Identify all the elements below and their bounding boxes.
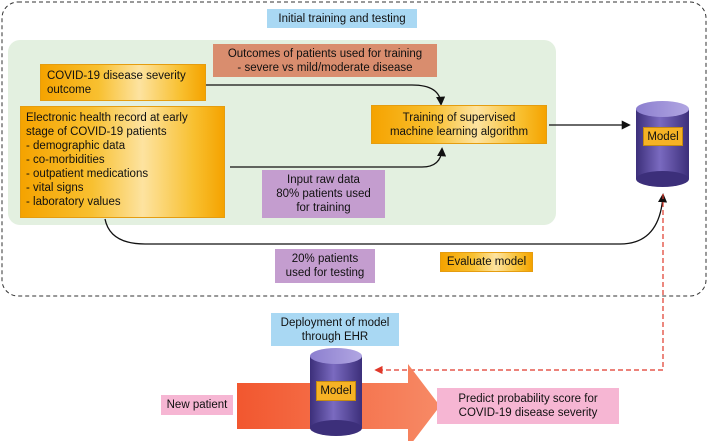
predict-label-line-2: COVID-19 disease severity <box>458 407 598 419</box>
arrow-testing-to-model <box>104 193 668 245</box>
ehr-line-3: - demographic data <box>26 140 126 152</box>
ehr-line-7: - laboratory values <box>26 196 121 208</box>
testing-label-line-2: used for testing <box>285 267 365 279</box>
severity-outcome-box: COVID-19 disease severity outcome <box>40 64 206 101</box>
model-label-deployment: Model <box>316 381 356 401</box>
input-label-line-2: 80% patients used <box>276 188 371 200</box>
ehr-box: Electronic health record at early stage … <box>20 106 225 218</box>
ehr-line-5: - outpatient medications <box>26 168 149 180</box>
training-section-title: Initial training and testing <box>267 9 417 28</box>
training-frame <box>1 1 707 297</box>
input-label-line-3: for training <box>296 202 351 214</box>
training-box-line-1: Training of supervised <box>402 111 516 124</box>
testing-label-line-1: 20% patients <box>291 253 359 265</box>
arrow-outcome-to-training <box>206 84 446 106</box>
ehr-line-6: - vital signs <box>26 182 84 194</box>
training-algorithm-box: Training of supervised machine learning … <box>371 105 547 144</box>
model-label-training: Model <box>643 127 683 146</box>
training-box-line-2: machine learning algorithm <box>389 125 529 138</box>
predict-label-line-1: Predict probability score for <box>458 393 598 405</box>
ehr-line-2: stage of COVID-19 patients <box>26 126 167 138</box>
predict-score-label: Predict probability score for COVID-19 d… <box>437 388 619 424</box>
evaluate-model-label: Evaluate model <box>440 252 533 272</box>
ehr-line-4: - co-morbidities <box>26 154 105 166</box>
input-data-label: Input raw data 80% patients used for tra… <box>262 170 385 218</box>
outcomes-label-line-2: - severe vs mild/moderate disease <box>237 61 413 74</box>
deployment-title-line-1: Deployment of model <box>280 316 390 329</box>
deployment-section-title: Deployment of model through EHR <box>271 313 399 346</box>
testing-label: 20% patients used for testing <box>275 249 375 283</box>
deployment-title-line-2: through EHR <box>301 330 369 343</box>
new-patient-label: New patient <box>161 395 233 415</box>
outcomes-label-line-1: Outcomes of patients used for training <box>227 47 423 60</box>
ehr-line-1: Electronic health record at early <box>26 112 188 124</box>
outcomes-label: Outcomes of patients used for training -… <box>213 44 437 77</box>
arrow-model-deployment <box>374 194 664 375</box>
arrow-ehr-to-training <box>230 147 447 168</box>
input-label-line-1: Input raw data <box>287 174 360 186</box>
